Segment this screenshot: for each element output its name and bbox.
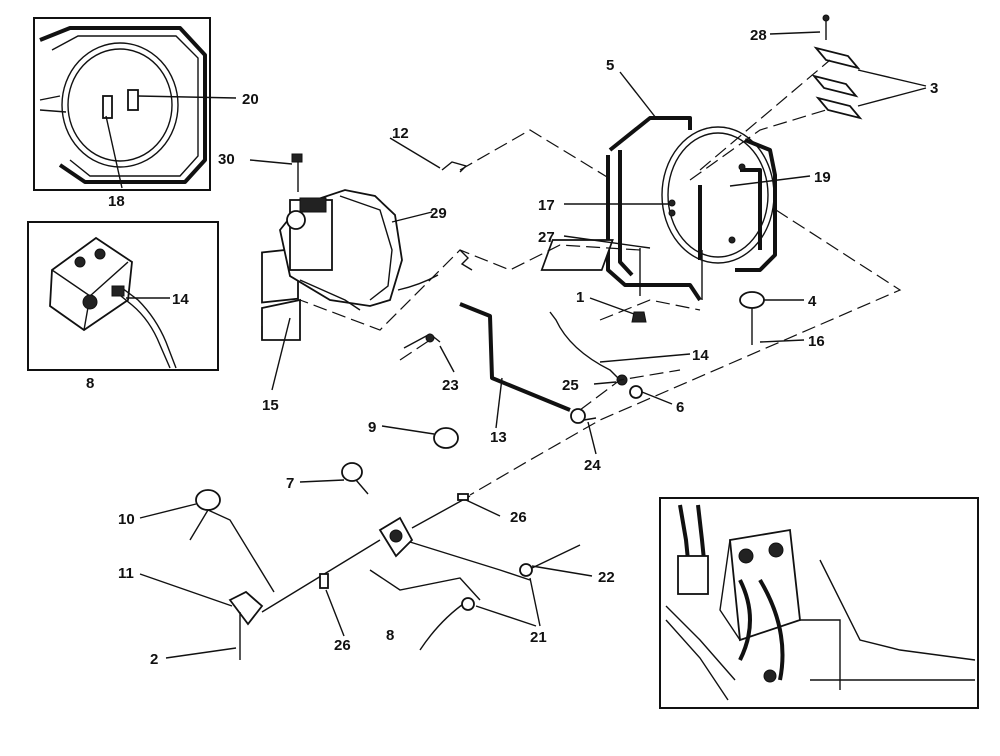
label-12: 12 [392, 125, 409, 142]
label-25: 25 [562, 377, 579, 394]
label-4: 4 [808, 293, 817, 310]
label-30: 30 [218, 151, 235, 168]
label-23: 23 [442, 377, 459, 394]
label-26-left: 26 [334, 637, 351, 654]
label-18: 18 [108, 193, 125, 210]
label-29: 29 [430, 205, 447, 222]
label-24: 24 [584, 457, 601, 474]
label-8-inset: 8 [86, 375, 94, 392]
label-21: 21 [530, 629, 547, 646]
label-7: 7 [286, 475, 294, 492]
label-27: 27 [538, 229, 555, 246]
label-19: 19 [814, 169, 831, 186]
label-22: 22 [598, 569, 615, 586]
compressor-unit [261, 153, 439, 311]
inset-reel-corner [33, 17, 211, 191]
label-1: 1 [576, 289, 584, 306]
label-14: 14 [692, 347, 709, 364]
assembly-lines [189, 59, 902, 601]
label-11: 11 [118, 565, 134, 582]
label-9: 9 [368, 419, 376, 436]
part-labels: 20 18 30 12 29 5 28 3 19 17 27 1 4 16 14… [86, 27, 938, 668]
hose-reel [540, 116, 777, 302]
leader-lines [105, 31, 927, 659]
inset-wiring-detail [659, 497, 979, 709]
label-14-inset: 14 [172, 291, 189, 308]
label-17: 17 [538, 197, 555, 214]
label-10: 10 [118, 511, 135, 528]
label-26-right: 26 [510, 509, 527, 526]
label-5: 5 [606, 57, 614, 74]
label-15: 15 [262, 397, 279, 414]
label-2: 2 [150, 651, 158, 668]
label-16: 16 [808, 333, 825, 350]
inset-pressure-switch [27, 221, 219, 371]
label-6: 6 [676, 399, 684, 416]
label-8: 8 [386, 627, 394, 644]
label-20: 20 [242, 91, 259, 108]
clip-parts [811, 14, 863, 120]
label-13: 13 [490, 429, 507, 446]
label-28: 28 [750, 27, 767, 44]
label-3: 3 [930, 80, 938, 97]
small-parts [195, 161, 765, 660]
